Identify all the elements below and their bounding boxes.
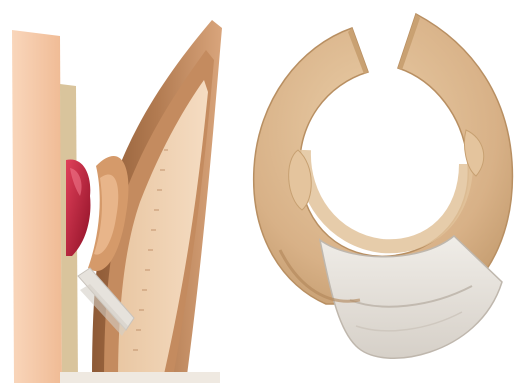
stoma-cross-section-illustration <box>0 0 240 383</box>
barrier-ring-illustration <box>240 0 520 383</box>
stoma-cross-section-panel <box>0 0 240 383</box>
base-tray <box>60 372 220 383</box>
body-skin-strip <box>12 30 62 383</box>
barrier-ring-panel <box>240 0 520 383</box>
